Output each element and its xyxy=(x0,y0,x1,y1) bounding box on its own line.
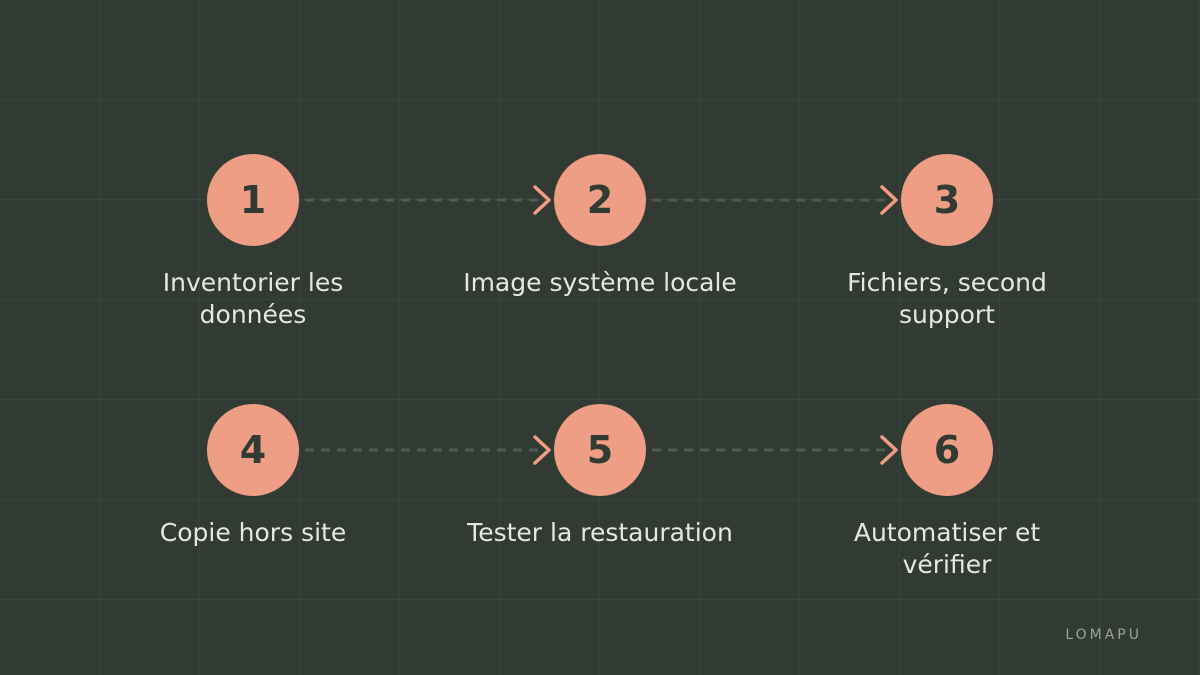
step-label: Image système locale xyxy=(463,268,737,297)
arrow-icon xyxy=(533,185,551,215)
step-label: Inventorier les données xyxy=(162,268,344,329)
step-6: 6 Automatiser et vérifier xyxy=(827,404,1067,581)
step-4: 4 Copie hors site xyxy=(133,404,373,549)
arrow-icon xyxy=(533,435,551,465)
step-5: 5 Tester la restauration xyxy=(467,404,733,549)
step-label: Tester la restauration xyxy=(467,518,733,547)
step-1: 1 Inventorier les données xyxy=(133,154,373,331)
step-number-badge: 6 xyxy=(901,404,993,496)
step-number-badge: 2 xyxy=(554,154,646,246)
step-number-badge: 4 xyxy=(207,404,299,496)
step-label: Copie hors site xyxy=(159,518,347,547)
brand-wordmark: LOMAPU xyxy=(1065,627,1142,643)
step-number-badge: 1 xyxy=(207,154,299,246)
arrow-icon xyxy=(880,185,898,215)
step-label: Fichiers, second support xyxy=(847,268,1047,329)
step-2: 2 Image système locale xyxy=(463,154,737,299)
arrow-icon xyxy=(880,435,898,465)
step-3: 3 Fichiers, second support xyxy=(827,154,1067,331)
step-number-badge: 3 xyxy=(901,154,993,246)
step-number-badge: 5 xyxy=(554,404,646,496)
step-label: Automatiser et vérifier xyxy=(853,518,1041,579)
